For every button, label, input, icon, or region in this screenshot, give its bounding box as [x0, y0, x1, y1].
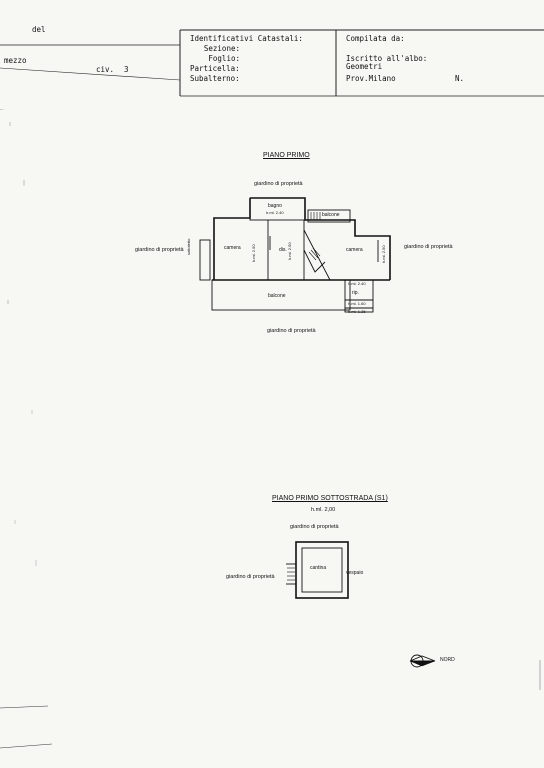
plan2-vespaio: vespaio: [346, 570, 364, 576]
particella-label: Particella:: [190, 64, 240, 73]
civic-label: civ.: [96, 65, 115, 74]
plan2-floorplan: [286, 541, 349, 599]
plan1-height-125: h.ml. 1.25: [348, 309, 366, 314]
plan1-height-240: h.ml. 2.40: [348, 281, 366, 286]
north-arrow-icon: [409, 654, 436, 668]
north-label: NORD: [440, 657, 455, 663]
plan1-bagno: bagno: [268, 203, 282, 209]
plan1-title: PIANO PRIMO: [263, 152, 310, 159]
plan1-balcone-small: balcone: [322, 212, 340, 218]
foglio-label: Foglio:: [208, 54, 240, 63]
plan2-height: h.ml. 2,00: [311, 507, 336, 513]
plan1-garden-top: giardino di proprietà: [254, 181, 303, 187]
compiled-by-title: Compilata da:: [346, 34, 405, 43]
header-frame: [0, 29, 544, 110]
plan1-bagno-height: h.ml. 2.40: [266, 210, 284, 215]
address-fragment-del: del: [32, 25, 46, 34]
plan1-garden-bottom: giardino di proprietà: [267, 328, 316, 334]
plan1-garden-right: giardino di proprietà: [404, 244, 453, 250]
plan1-balcone-main: balcone: [268, 293, 286, 299]
cadastral-ident-title: Identificativi Catastali:: [190, 34, 303, 43]
sezione-label: Sezione:: [203, 44, 240, 53]
plan1-disimpegno: dis.: [279, 247, 287, 253]
profession-label: Geometri: [346, 62, 383, 71]
subalterno-label: Subalterno:: [190, 74, 240, 83]
plan1-height-160: h.ml. 1.60: [348, 301, 366, 306]
civic-number: 3: [124, 65, 129, 74]
plan1-garden-left: giardino di proprietà: [135, 247, 184, 253]
plan2-garden-left: giardino di proprietà: [226, 574, 275, 580]
plan2-cantina: cantina: [310, 565, 327, 571]
plan2-garden-top: giardino di proprietà: [290, 524, 339, 530]
plan2-title: PIANO PRIMO SOTTOSTRADA (S1): [272, 495, 388, 502]
register-label: Iscritto all'albo:: [346, 54, 428, 63]
plan1-floorplan: [199, 197, 391, 313]
plan1-camera-left: camera: [224, 245, 241, 251]
plan1-camera-right: camera: [346, 247, 363, 253]
number-label: N.: [455, 74, 465, 83]
plan1-ripostiglio: rip.: [352, 290, 359, 296]
province-label: Prov.Milano: [346, 74, 396, 83]
address-fragment-mezzo: mezzo: [4, 56, 27, 65]
